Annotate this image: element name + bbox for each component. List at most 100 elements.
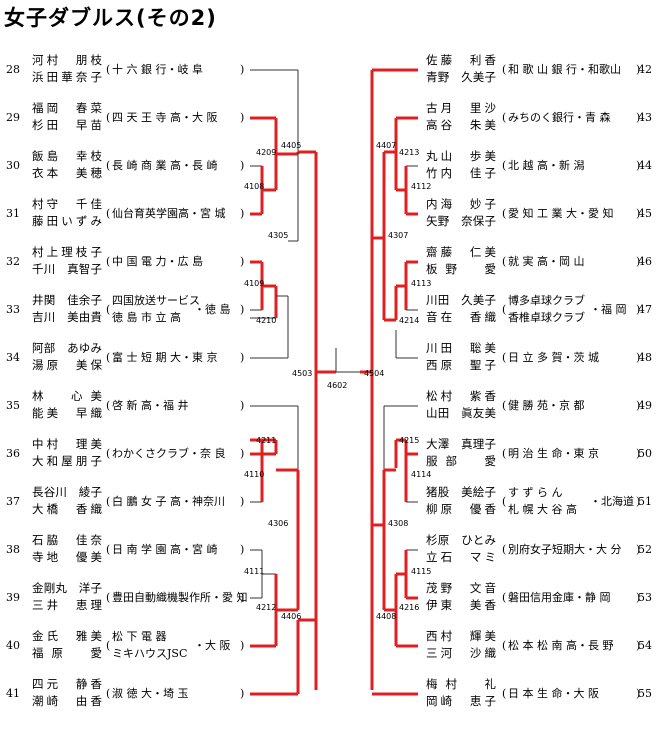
player-name: 四元 静香 <box>32 677 102 691</box>
player-name: 板野 愛 <box>426 262 496 276</box>
paren-close: ) <box>240 111 245 124</box>
affiliation-text: 富 士 短 期 大・東 京 <box>112 351 218 364</box>
paren-open: ( <box>502 63 507 76</box>
affiliation-text: わかくさクラブ・奈 良 <box>112 447 226 460</box>
player-name: 藤田いずみ <box>32 214 102 228</box>
affiliation-text: 四 天 王 寺 高・大 阪 <box>112 111 218 124</box>
paren-open: ( <box>502 303 507 316</box>
seed-number: 33 <box>6 303 20 316</box>
player-names: 村上理枝子千川 真智子 <box>32 244 102 278</box>
affiliation-lines: 四国放送サービス徳 島 市 立 高 <box>112 292 200 326</box>
player-name: 長谷川 綾子 <box>32 485 102 499</box>
match-code: 4108 <box>244 182 265 191</box>
affiliation-line: 札 幌 大 谷 高 <box>508 503 577 516</box>
player-names: 長谷川 綾子大橋 香織 <box>32 484 102 518</box>
seed-number: 51 <box>638 495 652 508</box>
match-code: 4405 <box>281 141 302 150</box>
player-names: 中村 理美大和屋朋子 <box>32 436 102 470</box>
paren-close: ) <box>240 687 245 700</box>
player-name: 岡崎 恵子 <box>426 694 496 708</box>
player-names: 川田 久美子音在 香織 <box>426 292 496 326</box>
affiliation-text: 十 六 銀 行・岐 阜 <box>112 63 203 76</box>
player-names: 福岡 春菜杉田 早苗 <box>32 100 102 134</box>
paren-close: ) <box>636 447 641 460</box>
player-names: 飯島 幸枝衣本 美穂 <box>32 148 102 182</box>
seed-number: 49 <box>638 399 652 412</box>
player-name: 猪股 美絵子 <box>426 485 496 499</box>
match-code: 4209 <box>256 148 277 157</box>
affiliation-line: 徳 島 市 立 高 <box>112 311 181 324</box>
match-code: 4406 <box>281 612 302 621</box>
player-name: 三河 沙織 <box>426 646 496 660</box>
player-name: 齋藤 仁美 <box>426 245 496 259</box>
affiliation-text: 白 鵬 女 子 高・神奈川 <box>112 495 225 508</box>
player-name: 伊東 美香 <box>426 598 496 612</box>
affiliation: (北 越 高・新 潟) <box>502 148 642 184</box>
player-names: 河村 朋枝浜田華奈子 <box>32 52 102 86</box>
affiliation-line: 松 下 電 器 <box>112 630 167 643</box>
player-names: 西村 輝美三河 沙織 <box>426 628 496 662</box>
paren-close: ) <box>636 687 641 700</box>
affiliation-lines: 松 下 電 器ミキハウスJSC <box>112 628 187 662</box>
paren-close: ) <box>240 255 245 268</box>
affiliation: (す ず ら ん札 幌 大 谷 高・北海道) <box>502 484 642 520</box>
player-name: 林 心美 <box>32 389 102 403</box>
player-name: 内海 妙子 <box>426 197 496 211</box>
player-name: 寺地 優美 <box>32 550 102 564</box>
match-code: 4504 <box>364 369 385 378</box>
player-names: 内海 妙子矢野 奈保子 <box>426 196 496 230</box>
paren-open: ( <box>106 591 111 604</box>
player-name: 飯島 幸枝 <box>32 149 102 163</box>
paren-open: ( <box>502 543 507 556</box>
player-names: 四元 静香潮崎 由香 <box>32 676 102 710</box>
player-name: 矢野 奈保子 <box>426 214 496 228</box>
affiliation-line: 四国放送サービス <box>112 294 200 307</box>
paren-close: ) <box>636 639 641 652</box>
player-name: 吉川 美由貴 <box>32 310 102 324</box>
paren-open: ( <box>106 351 111 364</box>
player-name: 金剛丸 洋子 <box>32 581 102 595</box>
paren-close: ) <box>636 399 641 412</box>
match-code: 4602 <box>327 381 348 390</box>
player-names: 丸山 歩美竹内 佳子 <box>426 148 496 182</box>
player-name: 金氏 雅美 <box>32 629 102 643</box>
seed-number: 45 <box>638 207 652 220</box>
player-name: 川田 久美子 <box>426 293 496 307</box>
paren-close: ) <box>240 159 245 172</box>
player-names: 佐藤 利香青野 久美子 <box>426 52 496 86</box>
paren-close: ) <box>636 303 641 316</box>
affiliation: (富 士 短 期 大・東 京) <box>106 340 246 376</box>
affiliation-prefecture: ・大 阪 <box>194 639 231 652</box>
player-name: 潮崎 由香 <box>32 694 102 708</box>
affiliation-text: 健 勝 苑・京 都 <box>508 399 585 412</box>
affiliation-prefecture: ・北海道 <box>590 495 634 508</box>
paren-close: ) <box>636 207 641 220</box>
seed-number: 46 <box>638 255 652 268</box>
match-code: 4408 <box>376 612 397 621</box>
paren-close: ) <box>636 111 641 124</box>
affiliation: (日 南 学 園 高・宮 崎) <box>106 532 246 568</box>
affiliation-text: 別府女子短期大・大 分 <box>508 543 622 556</box>
paren-open: ( <box>106 255 111 268</box>
affiliation: (長 崎 商 業 高・長 崎) <box>106 148 246 184</box>
player-name: 三井 恵理 <box>32 598 102 612</box>
match-code: 4308 <box>388 519 409 528</box>
paren-open: ( <box>106 63 111 76</box>
player-names: 阿部 あゆみ湯原 美保 <box>32 340 102 374</box>
affiliation: (別府女子短期大・大 分) <box>502 532 642 568</box>
paren-open: ( <box>106 399 111 412</box>
paren-open: ( <box>106 111 111 124</box>
player-name: 茂野 文音 <box>426 581 496 595</box>
player-name: 福岡 春菜 <box>32 101 102 115</box>
paren-open: ( <box>502 591 507 604</box>
match-code: 4214 <box>399 316 420 325</box>
